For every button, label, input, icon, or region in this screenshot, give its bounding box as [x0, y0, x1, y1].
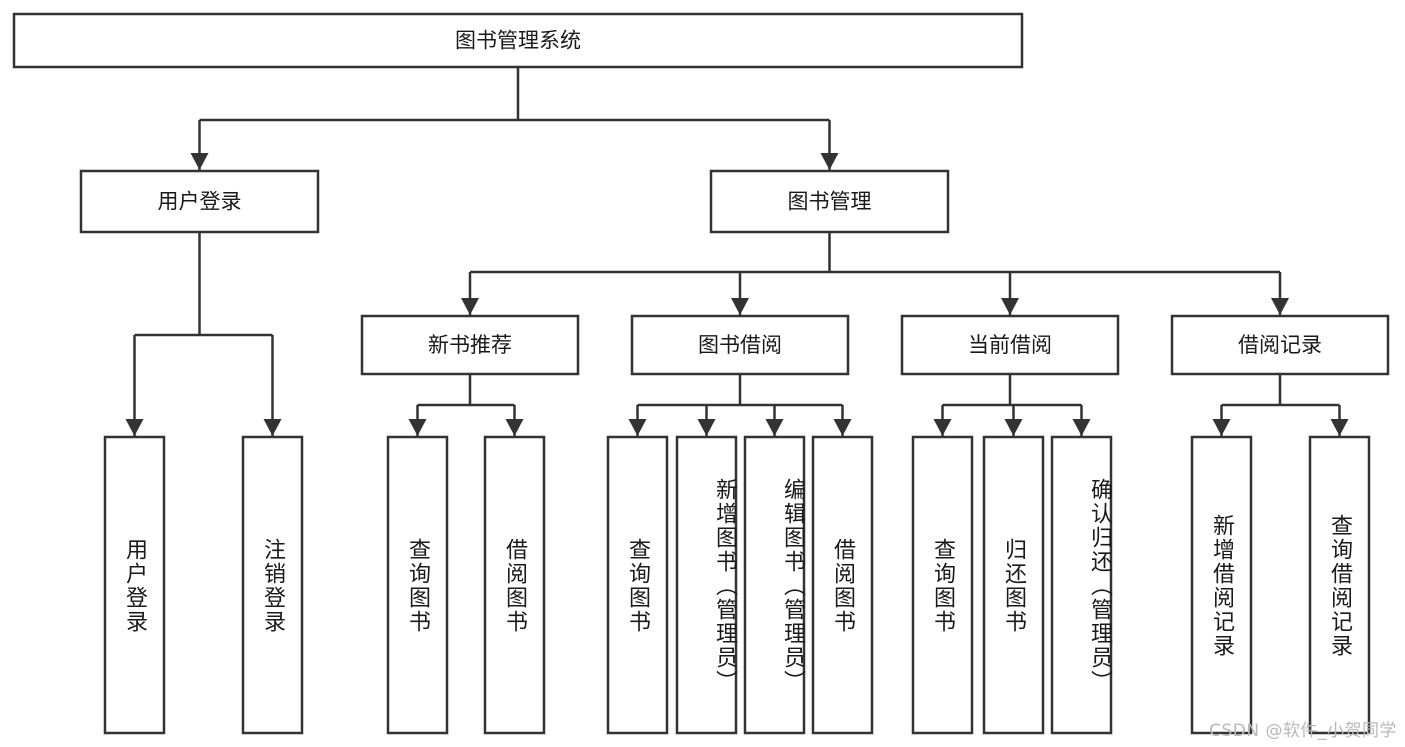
leaf-box-leaf-confirm-return[interactable]: [1052, 437, 1111, 733]
connectors-layer: [126, 67, 1349, 436]
leaf-box-leaf-query-book-borrow[interactable]: [608, 437, 667, 733]
leaf-box-leaf-query-record[interactable]: [1310, 437, 1369, 733]
leaf-box-leaf-user-login[interactable]: [105, 437, 164, 733]
arrow-head-icon: [1213, 419, 1231, 436]
node-label-root: 图书管理系统: [455, 29, 581, 53]
arrow-head-icon: [191, 153, 209, 170]
arrow-head-icon: [934, 419, 952, 436]
leaf-box-leaf-return-book[interactable]: [984, 437, 1043, 733]
arrow-head-icon: [461, 298, 479, 315]
node-label-user-login: 用户登录: [158, 190, 242, 214]
leaf-box-leaf-user-logout[interactable]: [243, 437, 302, 733]
arrow-head-icon: [766, 419, 784, 436]
leaf-box-leaf-query-book-cur[interactable]: [913, 437, 972, 733]
arrow-head-icon: [1271, 298, 1289, 315]
node-label-book-borrow: 图书借阅: [698, 333, 782, 357]
arrow-head-icon: [264, 419, 282, 436]
arrow-head-icon: [1001, 298, 1019, 315]
arrow-head-icon: [1073, 419, 1091, 436]
arrow-head-icon: [731, 298, 749, 315]
leaf-box-leaf-add-record[interactable]: [1192, 437, 1251, 733]
arrow-head-icon: [698, 419, 716, 436]
leaf-box-leaf-borrow-book-rec[interactable]: [485, 437, 544, 733]
node-label-book-manage: 图书管理: [788, 190, 872, 214]
arrow-head-icon: [821, 153, 839, 170]
leaf-box-leaf-query-book-rec[interactable]: [388, 437, 447, 733]
arrow-head-icon: [834, 419, 852, 436]
arrow-head-icon: [1005, 419, 1023, 436]
leaf-box-leaf-borrow-book[interactable]: [813, 437, 872, 733]
arrow-head-icon: [126, 419, 144, 436]
arrow-head-icon: [506, 419, 524, 436]
watermark-text: CSDN @软件_小贺同学: [1209, 716, 1397, 741]
arrow-head-icon: [409, 419, 427, 436]
arrow-head-icon: [1331, 419, 1349, 436]
leaf-box-leaf-add-book[interactable]: [677, 437, 736, 733]
node-label-new-book-rec: 新书推荐: [428, 333, 512, 357]
node-label-borrow-record: 借阅记录: [1238, 333, 1322, 357]
arrow-head-icon: [629, 419, 647, 436]
leaf-box-leaf-edit-book[interactable]: [745, 437, 804, 733]
boxes-layer: [14, 14, 1388, 733]
node-label-current-borrow: 当前借阅: [968, 333, 1052, 357]
